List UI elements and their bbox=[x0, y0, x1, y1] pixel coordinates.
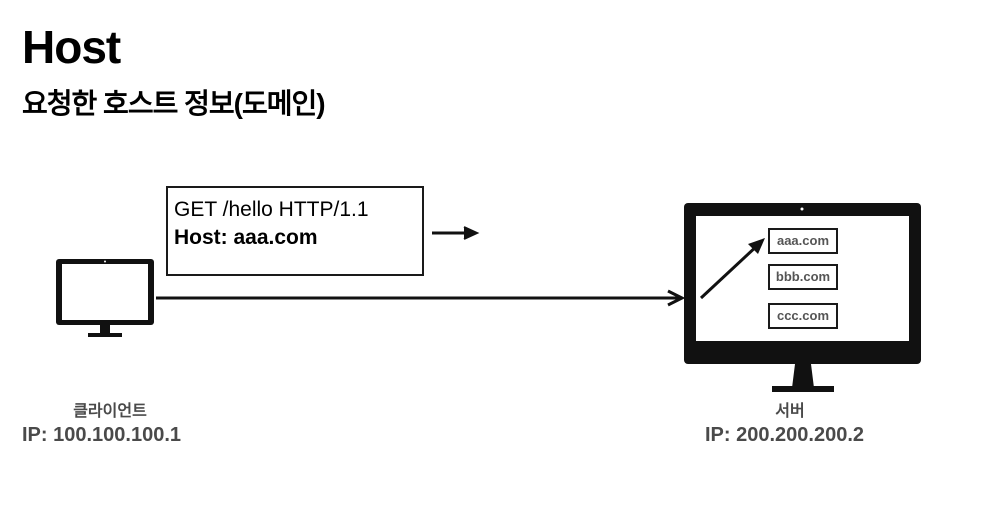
client-monitor-icon bbox=[56, 259, 154, 337]
request-line: GET /hello HTTP/1.1 bbox=[174, 198, 369, 221]
page-title: Host bbox=[22, 21, 121, 73]
server-ip: IP: 200.200.200.2 bbox=[705, 424, 865, 446]
client-label: 클라이언트 bbox=[73, 403, 147, 420]
server-label: 서버 bbox=[775, 403, 805, 420]
page-subtitle: 요청한 호스트 정보(도메인) bbox=[22, 88, 326, 119]
http-request-box: GET /hello HTTP/1.1 Host: aaa.com bbox=[166, 186, 424, 276]
domain-aaa: aaa.com bbox=[768, 228, 838, 254]
domain-bbb: bbb.com bbox=[768, 264, 838, 290]
domain-ccc: ccc.com bbox=[768, 303, 838, 329]
request-arrow bbox=[156, 289, 686, 307]
host-header: Host: aaa.com bbox=[174, 226, 318, 249]
direction-arrow bbox=[432, 226, 480, 240]
routing-arrow bbox=[699, 238, 765, 300]
client-ip: IP: 100.100.100.1 bbox=[22, 424, 182, 446]
